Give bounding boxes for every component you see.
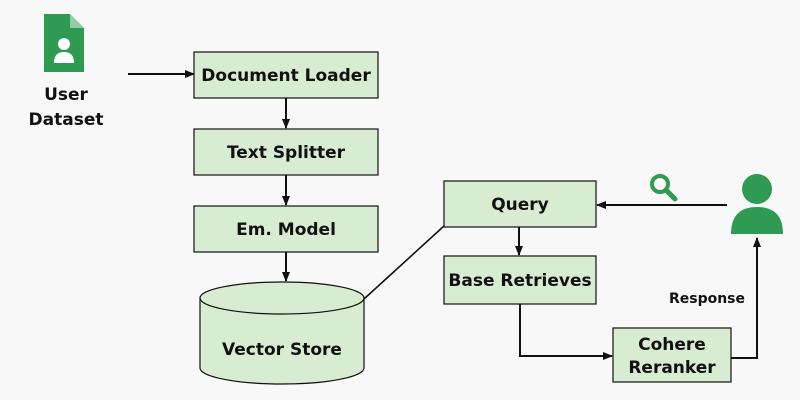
base-retriever-label: Base Retrieves [448, 271, 591, 291]
reranker-box: Cohere Reranker [612, 327, 732, 383]
reranker-label-line1: Cohere [638, 335, 706, 355]
arrow-reranker-to-user [731, 237, 761, 359]
embedding-model-label: Em. Model [236, 220, 336, 240]
query-box: Query [443, 180, 597, 228]
base-retriever-box: Base Retrieves [443, 255, 597, 305]
document-user-icon [44, 14, 84, 72]
text-splitter-box: Text Splitter [193, 128, 379, 176]
document-loader-label: Document Loader [201, 66, 371, 86]
reranker-label-line2: Reranker [628, 358, 716, 378]
connector-store-to-query [363, 225, 445, 300]
document-loader-box: Document Loader [193, 51, 379, 99]
vector-store-cylinder: Vector Store [199, 281, 365, 385]
text-splitter-label: Text Splitter [227, 143, 346, 163]
embedding-model-box: Em. Model [193, 205, 379, 253]
user-dataset-label-line2: Dataset [29, 110, 104, 130]
user-icon [731, 174, 783, 234]
response-label: Response [669, 291, 745, 307]
arrow-retriever-to-reranker [519, 304, 613, 360]
user-dataset-label-line1: User [44, 85, 88, 105]
query-label: Query [491, 195, 549, 215]
vector-store-label: Vector Store [222, 340, 342, 360]
search-icon [650, 174, 678, 202]
